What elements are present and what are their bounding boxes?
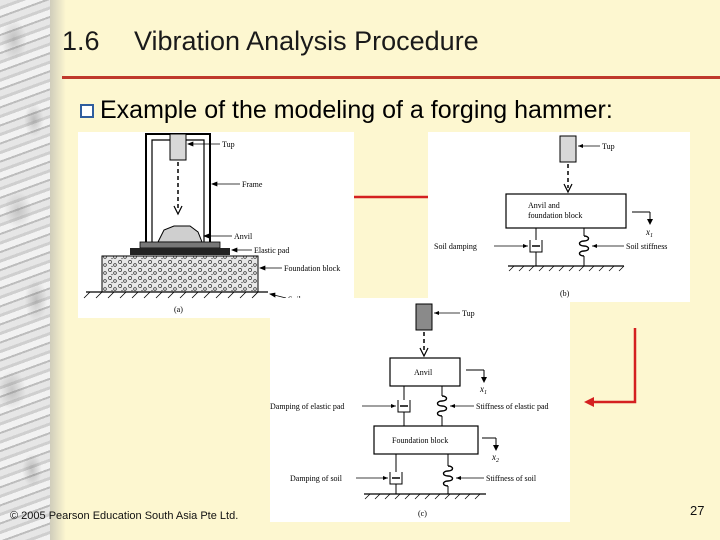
label-tup: Tup: [602, 142, 615, 151]
soil-spring: [442, 465, 454, 487]
label-tup: Tup: [462, 309, 475, 318]
figure-c-panel: Tup Anvil x1 Damping of elastic pad Stif…: [270, 298, 570, 522]
marble-edge-shadow: [50, 0, 66, 540]
caption-a: (a): [174, 305, 183, 314]
tup-block: [169, 133, 187, 161]
label-foundation-block: Foundation block: [284, 264, 340, 273]
foundation-block: [101, 255, 259, 293]
anvil-label: Anvil: [414, 368, 433, 377]
label-soil-damping: Soil damping: [434, 242, 477, 251]
label-anvil: Anvil: [234, 232, 253, 241]
label-soil-stiffness: Soil stiffness: [626, 242, 667, 251]
arrow-b-to-c: [584, 328, 637, 407]
figure-a-drawing: Tup Frame Anvil Elastic pad Foundation b…: [83, 133, 340, 314]
x1-label: x1: [479, 384, 487, 396]
block-anvil-foundation: [505, 193, 627, 229]
label-stiffness-soil: Stiffness of soil: [486, 474, 537, 483]
tup-block: [415, 303, 433, 331]
slide-title: 1.6 Vibration Analysis Procedure: [62, 26, 479, 57]
caption-b: (b): [560, 289, 570, 298]
x1-label: x1: [645, 227, 653, 239]
label-elastic-pad: Elastic pad: [254, 246, 289, 255]
label-damping-elastic-pad: Damping of elastic pad: [270, 402, 344, 411]
elastic-pad: [130, 248, 230, 255]
page-number: 27: [690, 503, 705, 518]
title-underline: [62, 76, 720, 79]
marble-side-texture: [0, 0, 50, 540]
figure-b-panel: Tup Anvil and foundation block x1 Soil d…: [428, 132, 690, 302]
label-frame: Frame: [242, 180, 263, 189]
block-label-line2: foundation block: [528, 211, 582, 220]
anvil-shape: [157, 225, 203, 243]
foundation-block-label: Foundation block: [392, 436, 448, 445]
caption-c: (c): [418, 509, 427, 518]
bullet-item: Example of the modeling of a forging ham…: [80, 96, 613, 125]
block-label-line1: Anvil and: [528, 201, 560, 210]
label-damping-soil: Damping of soil: [290, 474, 343, 483]
foundation-block: [373, 425, 479, 455]
title-text: Vibration Analysis Procedure: [134, 26, 479, 56]
anvil-block: [389, 357, 461, 387]
label-stiffness-elastic-pad: Stiffness of elastic pad: [476, 402, 549, 411]
pad-spring: [436, 395, 448, 417]
section-number: 1.6: [62, 26, 100, 56]
soil-spring: [578, 235, 590, 257]
bullet-text: Example of the modeling of a forging ham…: [100, 96, 613, 124]
figure-c-drawing: Tup Anvil x1 Damping of elastic pad Stif…: [270, 303, 549, 518]
figure-b-drawing: Tup Anvil and foundation block x1 Soil d…: [434, 135, 667, 298]
x2-label: x2: [491, 452, 499, 464]
checkbox-bullet-icon: [80, 103, 94, 118]
figure-a-panel: Tup Frame Anvil Elastic pad Foundation b…: [78, 132, 354, 318]
tup-block: [559, 135, 577, 163]
copyright-footer: © 2005 Pearson Education South Asia Pte …: [10, 510, 239, 522]
anvil-base: [139, 241, 221, 249]
label-tup: Tup: [222, 140, 235, 149]
